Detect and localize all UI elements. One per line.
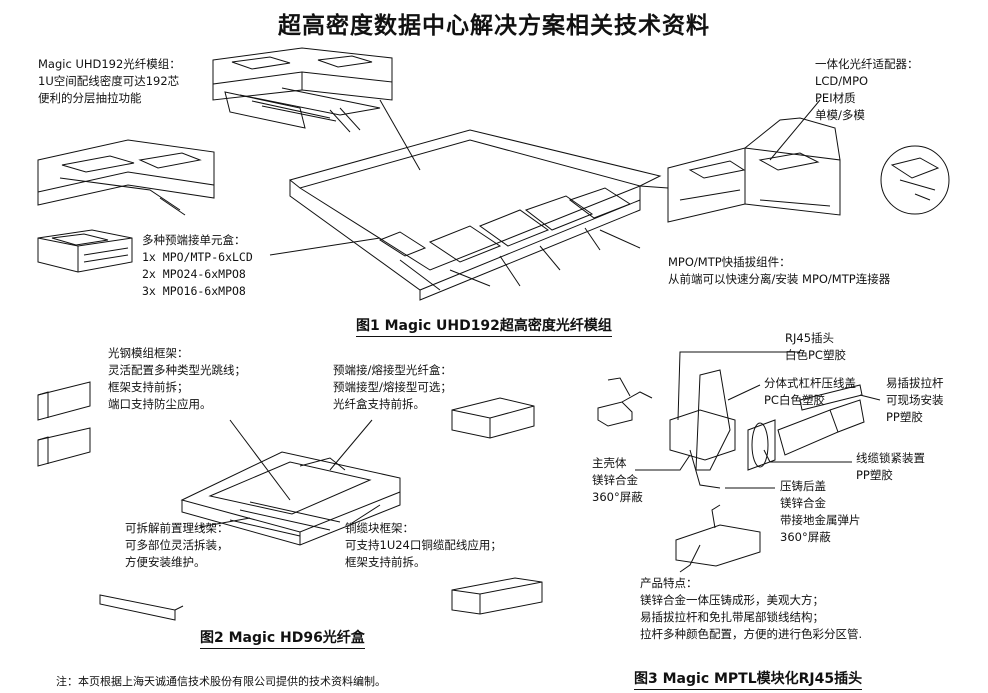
module-left-drawing [38,140,214,215]
label-line: 3x MPO16-6xMPO8 [142,284,246,298]
label-line: 可现场安装 [886,393,944,407]
label-copper-frame: 铜缆块框架： 可支持1U24口铜缆配线应用； 框架支持前拆。 [345,520,502,571]
leader-copper [352,505,380,523]
figure2-caption: 图2 Magic HD96光纤盒 [200,627,365,649]
leader-cassettes [270,238,380,255]
cable-mgmt-drawing [100,595,183,620]
page-title: 超高密度数据中心解决方案相关技术资料 [278,13,710,39]
label-line: 360°屏蔽 [780,530,831,544]
label-line: RJ45插头 [785,331,835,345]
label-line: 光钢模组框架： [108,346,189,360]
label-mpo-quick-plug: MPO/MTP快插拔组件： 从前端可以快速分离/安装 MPO/MTP连接器 [668,254,890,288]
figure1-caption-text: 图1 Magic UHD192超高密度光纤模组 [356,315,612,337]
label-preterminated-cassettes: 多种预端接单元盒： 1x MPO/MTP-6xLCD 2x MPO24-6xMP… [142,232,253,300]
label-line: 可多部位灵活拆装， [125,538,229,552]
label-uhd192: Magic UHD192光纤模组： 1U空间配线密度可达192芯 便利的分层抽拉… [38,56,181,107]
label-line: 预端接型/熔接型可选； [333,380,452,394]
label-line: 灵活配置多种类型光跳线； [108,363,246,377]
label-line: MPO/MTP快插拔组件： [668,255,791,269]
label-main-shell: 主壳体 镁锌合金 360°屏蔽 [592,455,643,506]
fiber-box-drawing [452,398,534,438]
figure3-caption-text: 图3 Magic MPTL模块化RJ45插头 [634,668,863,690]
label-line: 主壳体 [592,456,627,470]
leader-mpo [600,230,640,248]
cassette-drawing [38,230,132,272]
label-line: 预端接/熔接型光纤盒： [333,363,452,377]
label-line: 易插拔拉杆 [886,376,944,390]
label-cable-lock: 线缆锁紧装置 PP塑胶 [856,450,925,484]
label-split-lever: 分体式杠杆压线盖 PC白色塑胶 [764,375,856,409]
rear-cover-drawing [676,505,760,572]
label-rear-cover: 压铸后盖 镁锌合金 带接地金属弹片 360°屏蔽 [780,478,861,546]
label-line: 一体化光纤适配器： [815,57,919,71]
label-preterm-box: 预端接/熔接型光纤盒： 预端接型/熔接型可选； 光纤盒支持前拆。 [333,362,452,413]
footnote: 注：本页根据上海天诚通信技术股份有限公司提供的技术资料编制。 [56,675,386,688]
label-line: 1U空间配线密度可达192芯 [38,74,180,88]
label-integrated-adapter: 一体化光纤适配器： LCD/MPO PEI材质 单模/多模 [815,56,919,124]
copper-block-left-drawing [38,382,90,466]
label-line: 铜缆块框架： [345,521,414,535]
rj45-plug-drawing [598,378,652,426]
detail-circle-drawing [881,146,949,214]
feature-item: 易插拔拉杆和免扎带尾部锁线结构； [640,610,824,624]
chassis-drawing [290,100,660,300]
leader-split [728,385,760,400]
label-line: 压铸后盖 [780,479,826,493]
label-line: 可支持1U24口铜缆配线应用； [345,538,502,552]
plug-body-drawing [670,370,735,488]
leader-cable [200,518,250,527]
leader-preterm [330,420,372,470]
label-rj45-plug: RJ45插头 白色PC塑胶 [785,330,846,364]
label-line: 从前端可以快速分离/安装 MPO/MTP连接器 [668,272,891,286]
label-line: 便利的分层抽拉功能 [38,91,142,105]
label-line: 可拆解前置理线架： [125,521,229,535]
feature-item: 拉杆多种颜色配置，方便的进行色彩分区管. [640,627,863,641]
leader-shell [635,455,690,470]
leader-pull [860,395,880,400]
figure1-caption: 图1 Magic UHD192超高密度光纤模组 [356,315,612,337]
label-line: 框架支持前拆； [108,380,189,394]
feature-item: 镁锌合金一体压铸成形，美观大方； [640,593,824,607]
label-line: 镁锌合金 [592,473,638,487]
leader-frame [230,420,290,500]
figure3-caption: 图3 Magic MPTL模块化RJ45插头 [634,668,863,690]
label-line: LCD/MPO [815,74,869,88]
label-line: 带接地金属弹片 [780,513,861,527]
label-pull-lever: 易插拔拉杆 可现场安装 PP塑胶 [886,375,944,426]
label-line: 360°屏蔽 [592,490,643,504]
label-line: PP塑胶 [856,468,893,482]
label-line: 分体式杠杆压线盖 [764,376,856,390]
product-features: 产品特点： 镁锌合金一体压铸成形，美观大方； 易插拔拉杆和免扎带尾部锁线结构； … [640,575,862,643]
label-line: PC白色塑胶 [764,393,825,407]
figure2-caption-text: 图2 Magic HD96光纤盒 [200,627,365,649]
leader-rj45 [678,352,800,420]
label-line: 方便安装维护。 [125,555,206,569]
label-line: 线缆锁紧装置 [856,451,925,465]
hd96-tray-drawing [182,452,400,545]
label-cable-manager: 可拆解前置理线架： 可多部位灵活拆装， 方便安装维护。 [125,520,229,571]
label-line: 框架支持前拆。 [345,555,426,569]
label-line: 白色PC塑胶 [785,348,846,362]
label-line: 镁锌合金 [780,496,826,510]
label-line: PP塑胶 [886,410,923,424]
integrated-adapter-drawing [640,100,840,222]
label-optical-frame: 光钢模组框架： 灵活配置多种类型光跳线； 框架支持前拆； 端口支持防尘应用。 [108,345,246,413]
label-line: PEI材质 [815,91,856,105]
label-line: 多种预端接单元盒： [142,233,246,247]
label-line: 2x MPO24-6xMPO8 [142,267,246,281]
features-heading: 产品特点： [640,576,698,590]
label-line: 端口支持防尘应用。 [108,397,212,411]
uhd192-module-drawing [213,48,392,132]
label-line: Magic UHD192光纤模组： [38,57,181,71]
copper-frame-drawing [452,578,542,614]
label-line: 单模/多模 [815,108,865,122]
leader-lock [764,450,852,462]
lock-sleeve-drawing [748,400,864,470]
label-line: 1x MPO/MTP-6xLCD [142,250,253,264]
label-line: 光纤盒支持前拆。 [333,397,425,411]
